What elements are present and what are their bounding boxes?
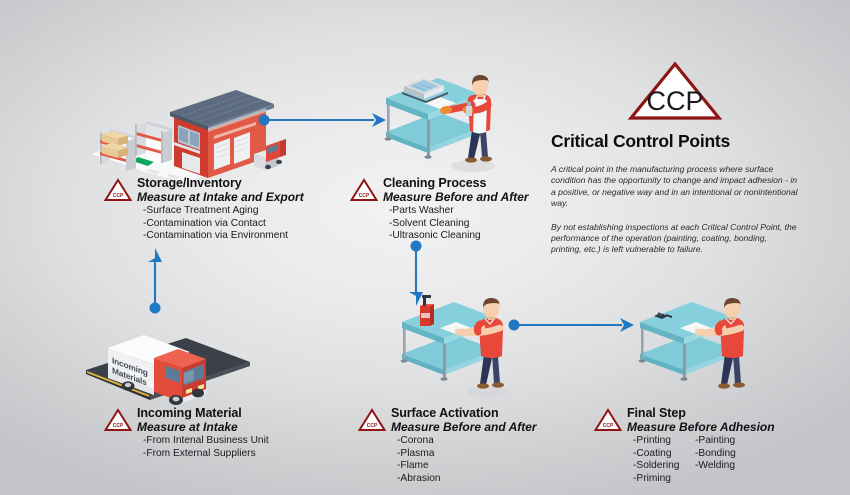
step-subtitle: Measure at Intake bbox=[137, 420, 238, 434]
ccp-badge-final-step: CCP bbox=[593, 408, 623, 432]
ccp-badge-label: CCP bbox=[113, 193, 124, 199]
ccp-panel-heading: Critical Control Points bbox=[551, 131, 730, 151]
step-item-column-1: -Printing -Coating -Soldering -Priming bbox=[633, 435, 695, 485]
step-item-column-2: -Painting -Bonding -Welding bbox=[695, 435, 736, 485]
illustration-worker-final-station bbox=[638, 298, 749, 398]
step-title: Incoming Material bbox=[137, 406, 242, 420]
illustration-worker-activation-station bbox=[400, 295, 508, 398]
list-item: -Ultrasonic Cleaning bbox=[389, 230, 481, 242]
ccp-paragraph-2: By not establishing inspections at each … bbox=[551, 221, 797, 255]
list-item: -Welding bbox=[695, 460, 736, 472]
list-item: -Solvent Cleaning bbox=[389, 217, 470, 229]
ccp-definition-panel: CCP Critical Control Points A critical p… bbox=[551, 60, 799, 256]
ccp-badge-cleaning-process: CCP bbox=[349, 178, 379, 202]
list-item: -Abrasion bbox=[397, 472, 441, 484]
ccp-badge-storage-inventory: CCP bbox=[103, 178, 133, 202]
connector-incoming-to-storage bbox=[148, 248, 162, 314]
list-item: -From Intenal Business Unit bbox=[143, 435, 269, 446]
list-item: -Bonding bbox=[695, 447, 736, 459]
step-title: Storage/Inventory bbox=[137, 176, 242, 190]
list-item: -Corona bbox=[397, 435, 434, 446]
step-item-list: -From Intenal Business Unit -From Extern… bbox=[137, 435, 269, 460]
ccp-large-triangle-icon: CCP bbox=[551, 60, 799, 127]
list-item: -From External Suppliers bbox=[143, 447, 256, 459]
ccp-badge-label: CCP bbox=[113, 423, 124, 429]
step-subtitle: Measure at Intake and Export bbox=[137, 190, 304, 204]
list-item: -Parts Washer bbox=[389, 205, 454, 216]
list-item: -Priming bbox=[633, 472, 671, 484]
step-subtitle: Measure Before and After bbox=[391, 420, 537, 434]
list-item: -Soldering bbox=[633, 460, 680, 472]
list-item: -Flame bbox=[397, 460, 429, 472]
connector-cleaning-to-activation bbox=[409, 240, 423, 306]
step-block-surface-activation: CCP Surface Activation Measure Before an… bbox=[357, 406, 537, 485]
connector-storage-to-cleaning bbox=[258, 113, 386, 127]
list-item: -Painting bbox=[695, 435, 736, 446]
step-subtitle: Measure Before and After bbox=[383, 190, 529, 204]
list-item: -Plasma bbox=[397, 447, 435, 459]
ccp-badge-label: CCP bbox=[603, 423, 614, 429]
step-item-list: -Corona -Plasma -Flame -Abrasion bbox=[391, 435, 537, 485]
step-item-list: -Surface Treatment Aging -Contamination … bbox=[137, 205, 304, 243]
step-block-storage-inventory: CCP Storage/Inventory Measure at Intake … bbox=[103, 176, 304, 243]
step-title: Final Step bbox=[627, 406, 686, 420]
step-title: Cleaning Process bbox=[383, 176, 487, 190]
step-title: Surface Activation bbox=[391, 406, 499, 420]
ccp-badge-label: CCP bbox=[367, 423, 378, 429]
list-item: -Printing bbox=[633, 435, 671, 446]
list-item: -Contamination via Contact bbox=[143, 217, 266, 229]
ccp-badge-label: CCP bbox=[359, 193, 370, 199]
ccp-badge-surface-activation: CCP bbox=[357, 408, 387, 432]
list-item: -Contamination via Environment bbox=[143, 230, 288, 242]
step-item-columns: -Printing -Coating -Soldering -Priming -… bbox=[627, 435, 775, 485]
ccp-paragraph-1: A critical point in the manufacturing pr… bbox=[551, 164, 798, 209]
illustration-worker-cleaning-station bbox=[384, 75, 495, 172]
step-subtitle: Measure Before Adhesion bbox=[627, 420, 775, 434]
ccp-large-triangle-label: CCP bbox=[646, 86, 703, 116]
step-block-incoming-material: CCP Incoming Material Measure at Intake … bbox=[103, 406, 269, 460]
connector-activation-to-final bbox=[508, 318, 634, 332]
step-block-final-step: CCP Final Step Measure Before Adhesion -… bbox=[593, 406, 775, 485]
step-item-list: -Parts Washer -Solvent Cleaning -Ultraso… bbox=[383, 205, 529, 243]
step-block-cleaning-process: CCP Cleaning Process Measure Before and … bbox=[349, 176, 529, 243]
list-item: -Surface Treatment Aging bbox=[143, 205, 259, 216]
illustration-delivery-truck: Incoming Materials bbox=[86, 335, 250, 405]
ccp-badge-incoming-material: CCP bbox=[103, 408, 133, 432]
list-item: -Coating bbox=[633, 447, 672, 459]
illustration-warehouse-building bbox=[92, 90, 286, 182]
